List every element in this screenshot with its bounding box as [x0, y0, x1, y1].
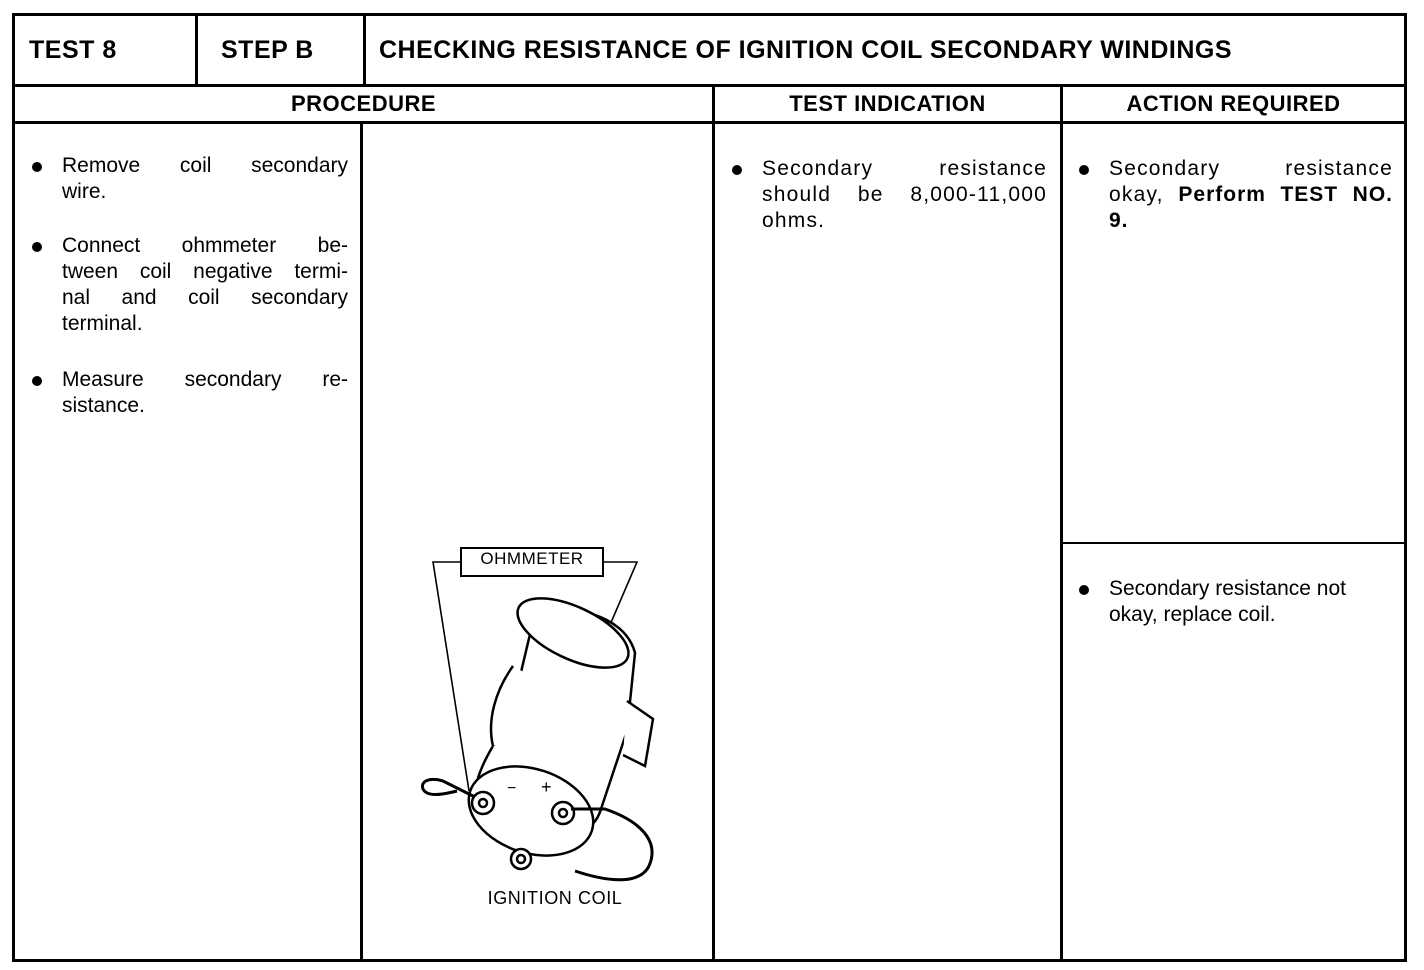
- negative-wire: [420, 777, 476, 799]
- column-separator-2: [1060, 87, 1063, 962]
- negative-mark: −: [507, 780, 516, 797]
- procedure-step-3-line-1: Measure secondary re-: [62, 368, 348, 391]
- procedure-step-3: Measure secondary re- sistance.: [32, 367, 348, 419]
- procedure-column-header: PROCEDURE: [290, 91, 437, 116]
- ignition-coil-figure: − +: [420, 547, 655, 882]
- procedure-step-1: Remove coil secondary wire.: [32, 153, 348, 205]
- test-number: TEST 8: [29, 35, 117, 64]
- procedure-step-2: Connect ohmmeter be- tween coil negative…: [32, 233, 348, 337]
- ohmmeter-lead-left: [432, 561, 470, 792]
- procedure-step-1-line-1: Remove coil secondary: [62, 154, 348, 177]
- procedure-step-2-line-2: tween coil negative termi-: [62, 260, 348, 283]
- page-title: CHECKING RESISTANCE OF IGNITION COIL SEC…: [379, 35, 1233, 64]
- test-indication-column-header: TEST INDICATION: [789, 91, 986, 116]
- positive-mark: +: [541, 777, 552, 797]
- coil-body: [467, 597, 655, 857]
- procedure-step-2-text: Connect ohmmeter be- tween coil negative…: [32, 233, 348, 337]
- test-indication-text: Secondary resistance should be 8,000-11,…: [732, 157, 1047, 232]
- ohmmeter-box: [460, 547, 604, 577]
- header-divider: [15, 84, 1404, 87]
- header-separator-2: [363, 16, 366, 84]
- diagnostic-table: TEST 8 STEP B CHECKING RESISTANCE OF IGN…: [12, 13, 1407, 962]
- action-ok: Secondary resistance okay, Perform TEST …: [1079, 156, 1393, 234]
- step-label: STEP B: [221, 35, 314, 64]
- coil-terminals: [470, 790, 576, 871]
- procedure-figure-separator: [360, 124, 363, 962]
- action-ok-text: Secondary resistance okay,: [1109, 157, 1393, 206]
- action-required-column-header: ACTION REQUIRED: [1126, 91, 1341, 116]
- procedure-step-2-line-3: nal and coil secondary: [62, 286, 348, 309]
- procedure-step-1-text: Remove coil secondary wire.: [32, 153, 348, 205]
- procedure-step-1-line-2: wire.: [62, 180, 107, 203]
- header-separator-1: [195, 16, 198, 84]
- action-ok-next-test: Perform TEST NO. 9.: [1109, 183, 1393, 232]
- action-row-divider: [1063, 542, 1404, 544]
- procedure-step-2-line-4: terminal.: [62, 312, 143, 335]
- column-separator-1: [712, 87, 715, 962]
- ohmmeter-label: OHMMETER: [480, 549, 584, 568]
- procedure-step-3-line-2: sistance.: [62, 394, 145, 417]
- action-not-ok: Secondary resistance not okay, replace c…: [1079, 576, 1395, 628]
- ignition-coil-label: IGNITION COIL: [487, 888, 623, 908]
- procedure-step-3-text: Measure secondary re- sistance.: [32, 367, 348, 419]
- column-header-divider: [15, 121, 1404, 124]
- procedure-step-2-line-1: Connect ohmmeter be-: [62, 234, 348, 257]
- positive-wire: [571, 807, 654, 882]
